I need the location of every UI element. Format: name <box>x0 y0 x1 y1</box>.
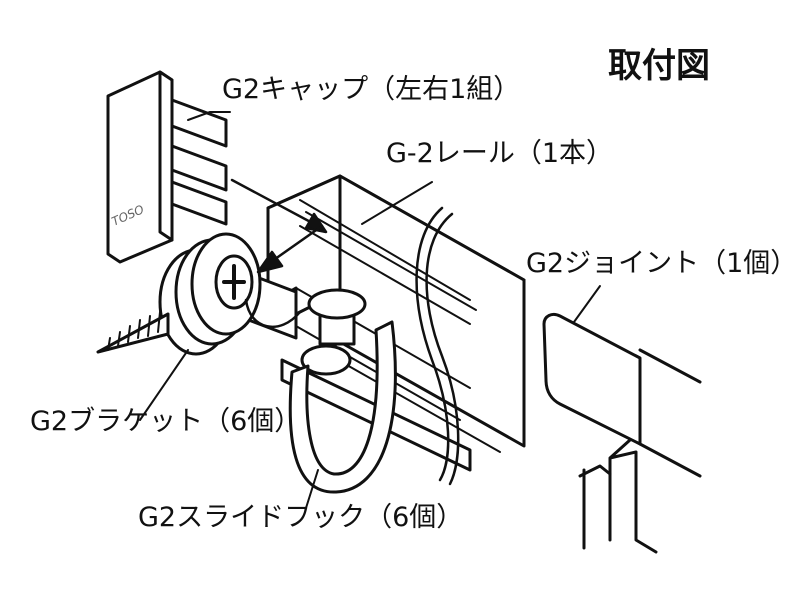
leader-bracket <box>139 349 189 421</box>
slide-hook <box>288 288 397 494</box>
label-rail: G-2レール（1本） <box>386 138 614 169</box>
label-cap: G2キャップ（左右1組） <box>222 74 521 105</box>
screw-shank <box>96 312 170 354</box>
phillips-cross-icon <box>222 264 246 300</box>
leader-rail <box>361 181 433 225</box>
cord-cable <box>244 298 302 329</box>
label-joint: G2ジョイント（1個） <box>526 248 798 279</box>
cord-line-inner <box>425 212 460 486</box>
joint-rail-segment <box>582 348 702 554</box>
arrow-cap-line <box>230 178 320 228</box>
insertion-arrows <box>230 178 328 274</box>
joint-body <box>542 312 642 446</box>
cap-tab-middle <box>170 144 228 192</box>
rail <box>266 174 526 472</box>
leader-hook <box>305 469 319 509</box>
diagram-title: 取付図 <box>608 46 710 86</box>
hook-roller <box>307 288 367 320</box>
screw-threads <box>107 311 161 351</box>
cord-line <box>415 206 450 482</box>
hook-eye <box>300 344 352 376</box>
leader-cap <box>187 111 231 121</box>
label-hook: G2スライドフック（6個） <box>138 502 464 533</box>
arrow-bracket-head <box>256 250 284 274</box>
leader-joint <box>573 285 601 323</box>
leader-lines <box>139 111 601 509</box>
cap-side <box>158 70 174 242</box>
cap-tab-top <box>170 98 228 148</box>
cap-tab-bottom <box>170 180 228 226</box>
hook-body <box>288 320 397 494</box>
joint <box>542 312 702 554</box>
joint-edge <box>578 464 612 478</box>
bracket <box>96 232 302 356</box>
label-bracket: G2ブラケット（6個） <box>30 406 302 437</box>
end-cap: TOSO <box>106 70 228 264</box>
